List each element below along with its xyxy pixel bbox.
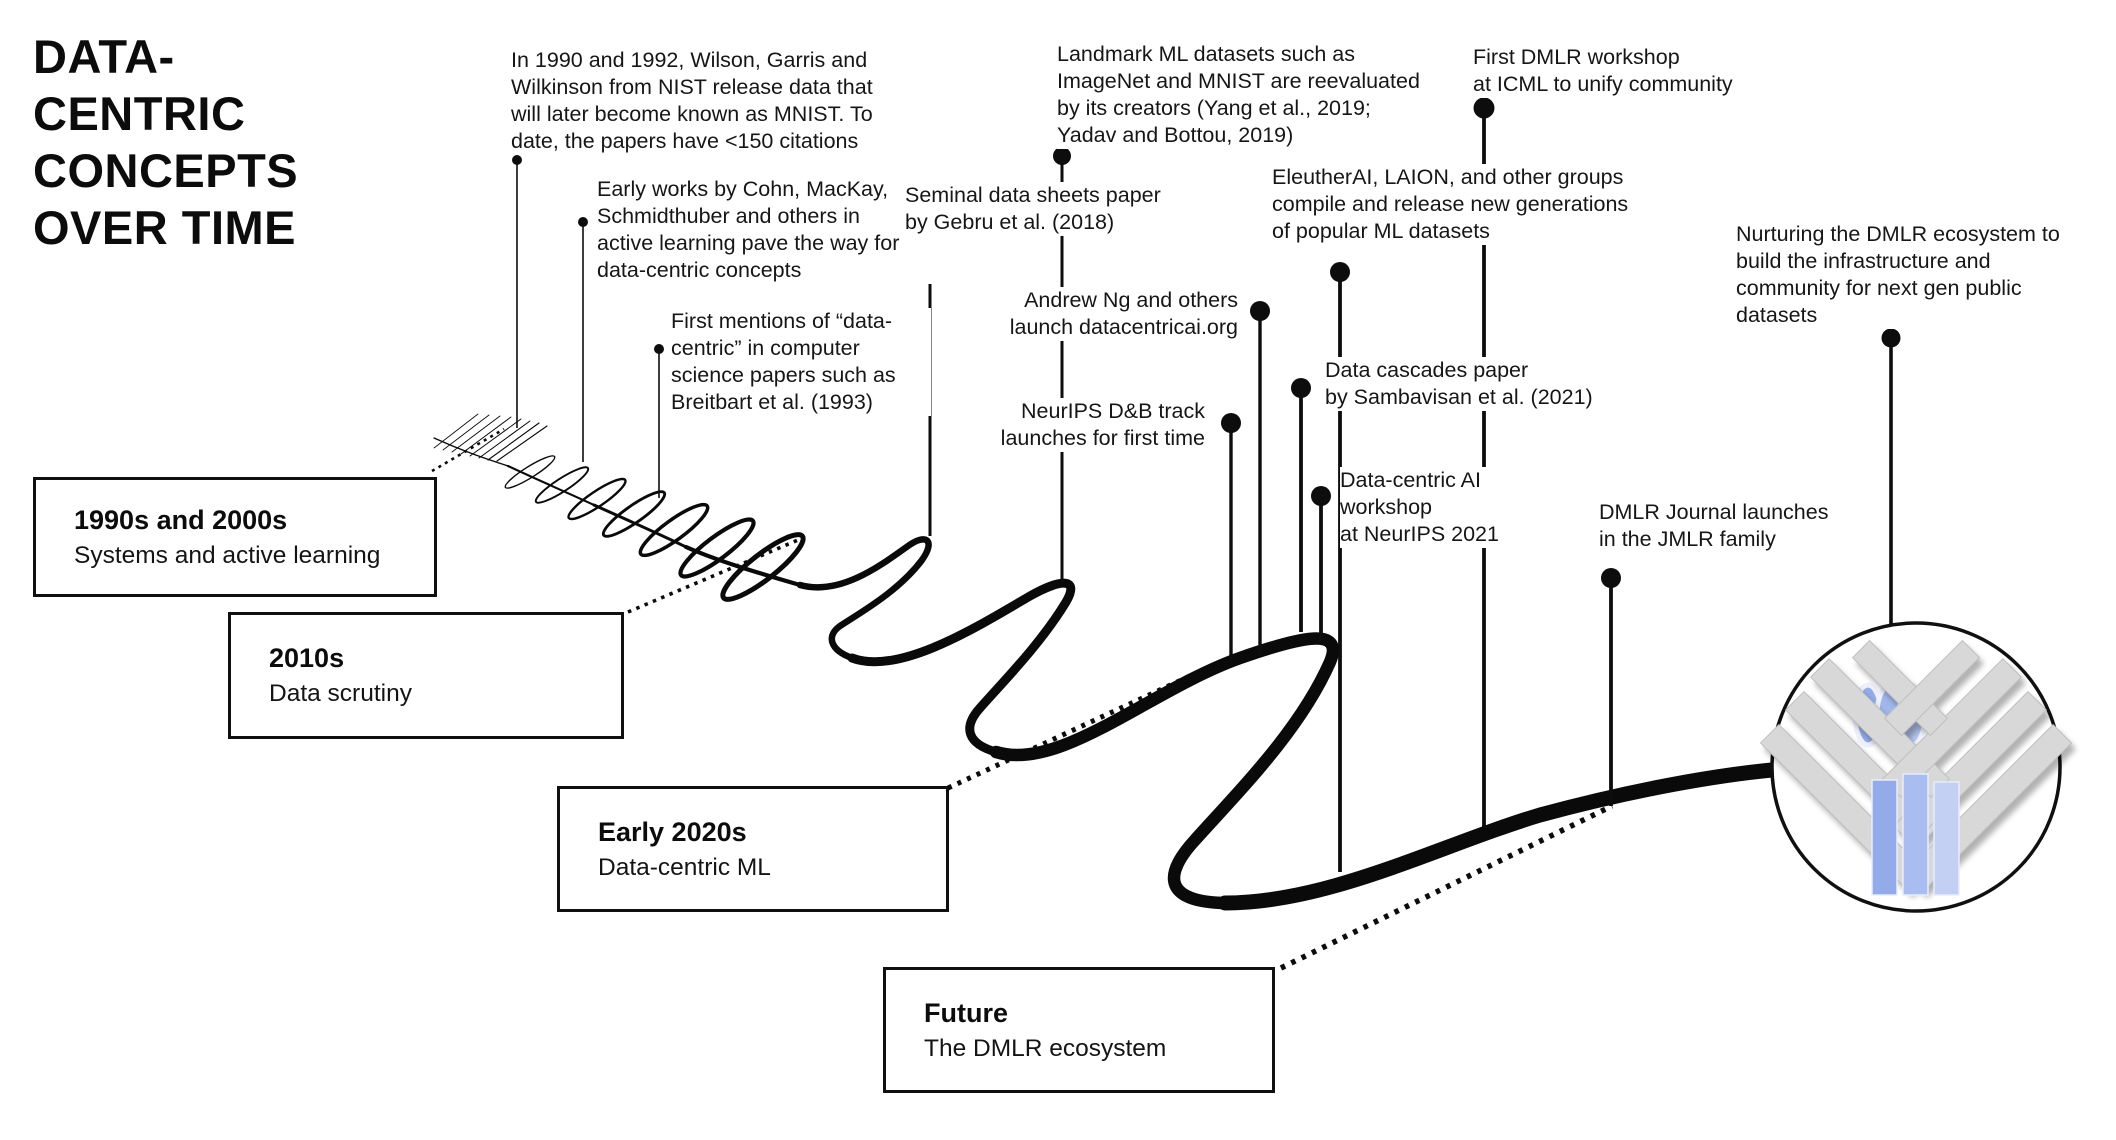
milestone-note-dmlr-journal: DMLR Journal launches in the JMLR family [1599,499,1879,553]
milestone-note-line: data-centric concepts [597,258,802,282]
dmlr-logo [1759,621,2073,913]
milestone-note-line: community for next gen public [1736,276,2022,300]
milestone-note-line: DMLR Journal launches [1599,500,1829,524]
milestone-marker-dmlr-journal [1601,568,1621,806]
milestone-note-datasheets: Seminal data sheets paper by Gebru et al.… [905,182,1205,236]
milestone-note-line: Landmark ML datasets such as [1057,42,1355,66]
milestone-note-line: of popular ML datasets [1272,219,1490,243]
milestone-note-line: build the infrastructure and [1736,249,1991,273]
milestone-note-line: compile and release new generations [1272,192,1629,216]
dotted-connector-1990s [431,427,505,473]
milestone-note-line: Nurturing the DMLR ecosystem to [1736,222,2060,246]
milestone-note-line: workshop [1340,495,1433,519]
era-box-early-2020s: Early 2020s Data-centric ML [557,786,949,912]
logo-bars [1759,639,2073,893]
era-box-1990s: 1990s and 2000s Systems and active learn… [33,477,437,597]
milestone-note-line: In 1990 and 1992, Wilson, Garris and [511,48,868,72]
milestone-note-line: at NeurIPS 2021 [1340,522,1499,546]
milestone-note-line: in the JMLR family [1599,527,1776,551]
milestone-marker-dmlr-ecosystem [1881,328,1901,626]
milestone-note-dcai-workshop: Data-centric AI workshop at NeurIPS 2021 [1340,467,1600,548]
milestone-note-eleutherai: EleutherAI, LAION, and other groups compi… [1272,164,1682,245]
milestone-note-line: centric” in computer [671,336,860,360]
milestone-note-line: NeurIPS D&B track [1021,399,1205,423]
milestone-note-dmlr-workshop: First DMLR workshop at ICML to unify comm… [1473,44,1793,98]
milestone-note-line: Schmidthuber and others in [597,204,860,228]
milestone-note-neurips-db: NeurIPS D&B track launches for first time [960,398,1205,452]
spring-loops [504,455,806,602]
milestone-marker-dcai-workshop [1311,486,1331,642]
milestone-note-line: date, the papers have <150 citations [511,129,859,153]
era-box-future: Future The DMLR ecosystem [883,967,1275,1093]
milestone-note-line: First DMLR workshop [1473,45,1680,69]
milestone-note-line: datasets [1736,303,1818,327]
milestone-marker-datacentricai-org [1250,301,1270,655]
milestone-note-line: by Sambavisan et al. (2021) [1325,385,1593,409]
milestone-note-line: by its creators (Yang et al., 2019; [1057,96,1371,120]
milestone-note-line: Andrew Ng and others [1024,288,1238,312]
milestone-note-line: EleutherAI, LAION, and other groups [1272,165,1624,189]
milestone-note-line: by Gebru et al. (2018) [905,210,1115,234]
milestone-marker-active-learning [578,217,588,462]
milestone-note-line: Breitbart et al. (1993) [671,390,873,414]
era-title: Early 2020s [598,816,747,847]
era-subtitle: The DMLR ecosystem [924,1034,1167,1062]
era-subtitle: Data-centric ML [598,853,771,881]
milestone-note-line: Wilkinson from NIST release data that [511,75,873,99]
milestone-note-reevaluation: Landmark ML datasets such as ImageNet and… [1057,41,1457,149]
spring-scribble [433,413,548,462]
milestone-note-active-learning: Early works by Cohn, MacKay, Schmidthuber… [597,176,957,284]
dotted-connector-2010s [627,538,799,614]
milestone-note-line: Yadav and Bottou, 2019) [1057,123,1294,147]
milestone-note-line: active learning pave the way for [597,231,900,255]
page-title-line: OVER TIME [33,201,297,254]
milestone-note-line: Data cascades paper [1325,358,1529,382]
era-subtitle: Data scrutiny [269,680,412,707]
milestone-note-line: at ICML to unify community [1473,72,1733,96]
milestone-note-line: launch datacentricai.org [1009,315,1238,339]
timeline-spring [433,413,1780,911]
milestone-marker-neurips-db [1221,413,1241,660]
milestone-marker-data-cascades [1291,378,1311,632]
era-box-2010s: 2010s Data scrutiny [228,612,624,739]
era-title: 1990s and 2000s [74,504,288,535]
milestone-note-line: science papers such as [671,363,896,387]
milestone-note-line: First mentions of “data- [671,309,893,333]
page-title-line: DATA- [33,30,175,83]
era-title: 2010s [269,643,345,673]
milestone-note-datacentricai-org: Andrew Ng and others launch datacentricai… [1000,287,1238,341]
page-title-line: CONCEPTS [33,144,299,197]
milestone-marker-nist [512,155,522,428]
milestone-note-line: will later become known as MNIST. To [511,102,873,126]
milestone-note-dmlr-ecosystem: Nurturing the DMLR ecosystem to build the… [1736,221,2076,329]
era-subtitle: Systems and active learning [74,541,381,569]
milestone-note-line: Seminal data sheets paper [905,183,1161,207]
milestone-note-line: ImageNet and MNIST are reevaluated [1057,69,1420,93]
milestone-note-breitbart: First mentions of “data-centric” in comp… [671,308,931,416]
page-title-line: CENTRIC [33,87,246,140]
milestone-note-data-cascades: Data cascades paper by Sambavisan et al. … [1325,357,1665,411]
milestone-note-line: launches for first time [1000,426,1205,450]
milestone-marker-breitbart [654,344,664,498]
dotted-connector-future [1279,803,1614,971]
era-title: Future [924,997,1008,1028]
milestone-note-line: Early works by Cohn, MacKay, [597,177,889,201]
logo-arrow-bars [1871,773,1960,896]
milestone-note-line: Data-centric AI [1340,468,1481,492]
